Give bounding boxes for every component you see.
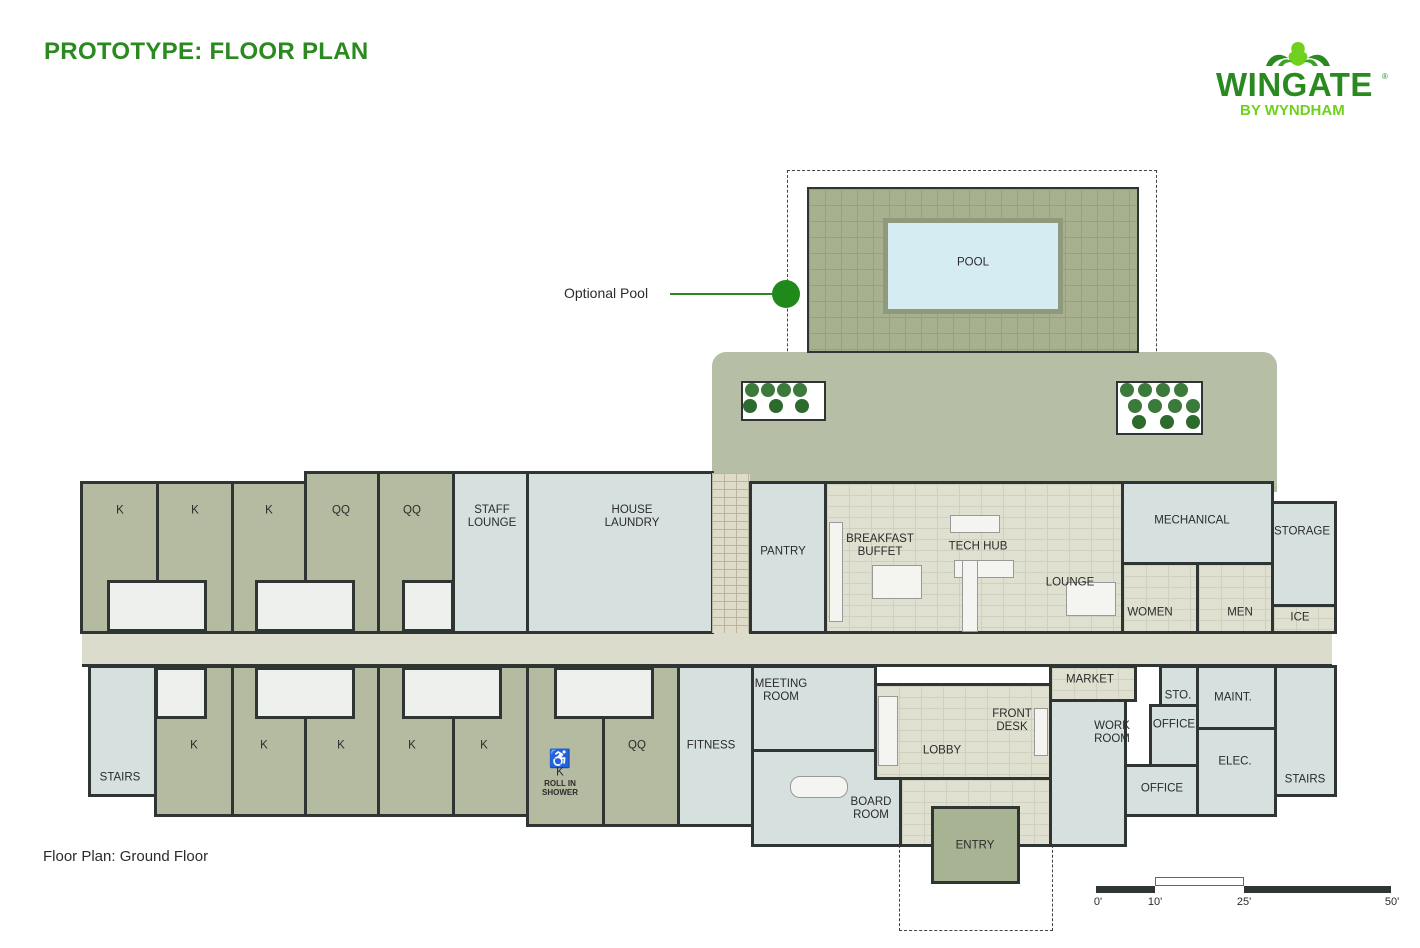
room-label: OFFICE bbox=[1152, 718, 1196, 731]
room-label: K bbox=[337, 739, 345, 752]
logo-wordmark: WINGATE bbox=[1216, 66, 1373, 103]
scale-tick: 10' bbox=[1147, 896, 1163, 908]
room-label: QQ bbox=[403, 504, 421, 517]
house-laundry bbox=[526, 471, 714, 634]
floor-plan-caption: Floor Plan: Ground Floor bbox=[43, 848, 209, 865]
office bbox=[1149, 704, 1199, 767]
room-label: BREAKFAST BUFFET bbox=[846, 533, 914, 558]
room-label: WOMEN bbox=[1127, 606, 1173, 619]
breakfast-table bbox=[872, 565, 922, 599]
bathroom bbox=[255, 580, 355, 632]
room-label: STAIRS bbox=[99, 771, 141, 784]
scale-tick: 0' bbox=[1093, 896, 1103, 908]
electrical bbox=[1196, 727, 1277, 817]
mechanical bbox=[1121, 481, 1274, 565]
stairs-left bbox=[88, 665, 157, 797]
room-label: MEETING ROOM bbox=[754, 678, 808, 703]
room-label: BOARD ROOM bbox=[850, 796, 892, 821]
scale-segment bbox=[1155, 877, 1244, 886]
room-label: ROLL IN SHOWER bbox=[542, 779, 578, 797]
room-label: K bbox=[480, 739, 488, 752]
buffet-counter bbox=[829, 522, 843, 622]
logo-subtitle: BY WYNDHAM bbox=[1240, 102, 1345, 119]
scale-tick: 50' bbox=[1384, 896, 1400, 908]
room-label: K bbox=[260, 739, 268, 752]
room-label: OFFICE bbox=[1140, 782, 1184, 795]
tech-hub-table bbox=[950, 515, 1000, 533]
bathroom bbox=[402, 667, 502, 719]
room-label: K bbox=[556, 766, 564, 779]
canopy-outline bbox=[899, 845, 1053, 931]
men-restroom bbox=[1196, 562, 1274, 634]
bathroom bbox=[402, 580, 454, 632]
callout-line bbox=[670, 293, 780, 295]
room-label: K bbox=[116, 504, 124, 517]
room-label: HOUSE LAUNDRY bbox=[604, 504, 660, 529]
room-label: MECHANICAL bbox=[1154, 514, 1230, 527]
room-label: K bbox=[265, 504, 273, 517]
bathroom bbox=[255, 667, 355, 719]
room-label: MAINT. bbox=[1214, 691, 1252, 704]
room-label: QQ bbox=[628, 739, 646, 752]
board-table bbox=[790, 776, 848, 798]
pool-label: POOL bbox=[957, 256, 989, 269]
room-label: MEN bbox=[1227, 606, 1253, 619]
page-title: PROTOTYPE: FLOOR PLAN bbox=[44, 38, 369, 65]
room-label: K bbox=[191, 504, 199, 517]
room-label: QQ bbox=[332, 504, 350, 517]
room-label: TECH HUB bbox=[948, 540, 1008, 553]
bathroom bbox=[554, 667, 654, 719]
registered-mark: ® bbox=[1382, 72, 1388, 81]
women-restroom bbox=[1121, 562, 1199, 634]
pool bbox=[883, 218, 1063, 314]
tech-hub-counter bbox=[962, 560, 978, 632]
room-label: LOBBY bbox=[922, 744, 962, 757]
room-label: FITNESS bbox=[686, 739, 736, 752]
entry bbox=[931, 806, 1020, 884]
room-label: ELEC. bbox=[1218, 755, 1252, 768]
ice bbox=[1271, 604, 1337, 634]
room-label: K bbox=[190, 739, 198, 752]
bathroom bbox=[107, 580, 207, 632]
room-label: PANTRY bbox=[760, 545, 806, 558]
callout-dot bbox=[772, 280, 800, 308]
room-label: STAIRS bbox=[1284, 773, 1326, 786]
wingate-logo: WINGATE ® BY WYNDHAM bbox=[1216, 40, 1391, 120]
scale-bar: 0' 10' 25' 50' bbox=[1093, 876, 1399, 908]
room-label: ENTRY bbox=[955, 839, 995, 852]
planter-right bbox=[1116, 381, 1203, 435]
room-label: LOUNGE bbox=[1045, 576, 1095, 589]
room-label: ICE bbox=[1290, 611, 1310, 624]
corridor bbox=[82, 630, 1332, 667]
optional-pool-callout: Optional Pool bbox=[564, 285, 649, 301]
storage bbox=[1271, 501, 1337, 607]
room-label: K bbox=[408, 739, 416, 752]
wheelchair-icon: ♿ bbox=[548, 748, 572, 769]
lounge-sofa bbox=[1066, 582, 1116, 616]
room-label: WORK ROOM bbox=[1094, 720, 1130, 745]
room-label: FRONT DESK bbox=[992, 708, 1032, 733]
room-label: MARKET bbox=[1066, 673, 1114, 686]
maintenance bbox=[1196, 665, 1277, 730]
stairs-right bbox=[1274, 665, 1337, 797]
room-label: STO. bbox=[1164, 689, 1192, 702]
staff-lounge bbox=[452, 471, 529, 634]
logo-leaf-icon bbox=[1266, 42, 1330, 66]
room-label: STAFF LOUNGE bbox=[467, 504, 517, 529]
scale-segment bbox=[1244, 886, 1391, 893]
planter-left bbox=[741, 381, 826, 421]
scale-segment bbox=[1096, 886, 1155, 893]
bathroom bbox=[155, 667, 207, 719]
lobby-sofa bbox=[878, 696, 898, 766]
brick-wall-area bbox=[712, 473, 750, 633]
front-desk-counter bbox=[1034, 708, 1048, 756]
scale-tick: 25' bbox=[1236, 896, 1252, 908]
room-label: STORAGE bbox=[1273, 525, 1331, 538]
